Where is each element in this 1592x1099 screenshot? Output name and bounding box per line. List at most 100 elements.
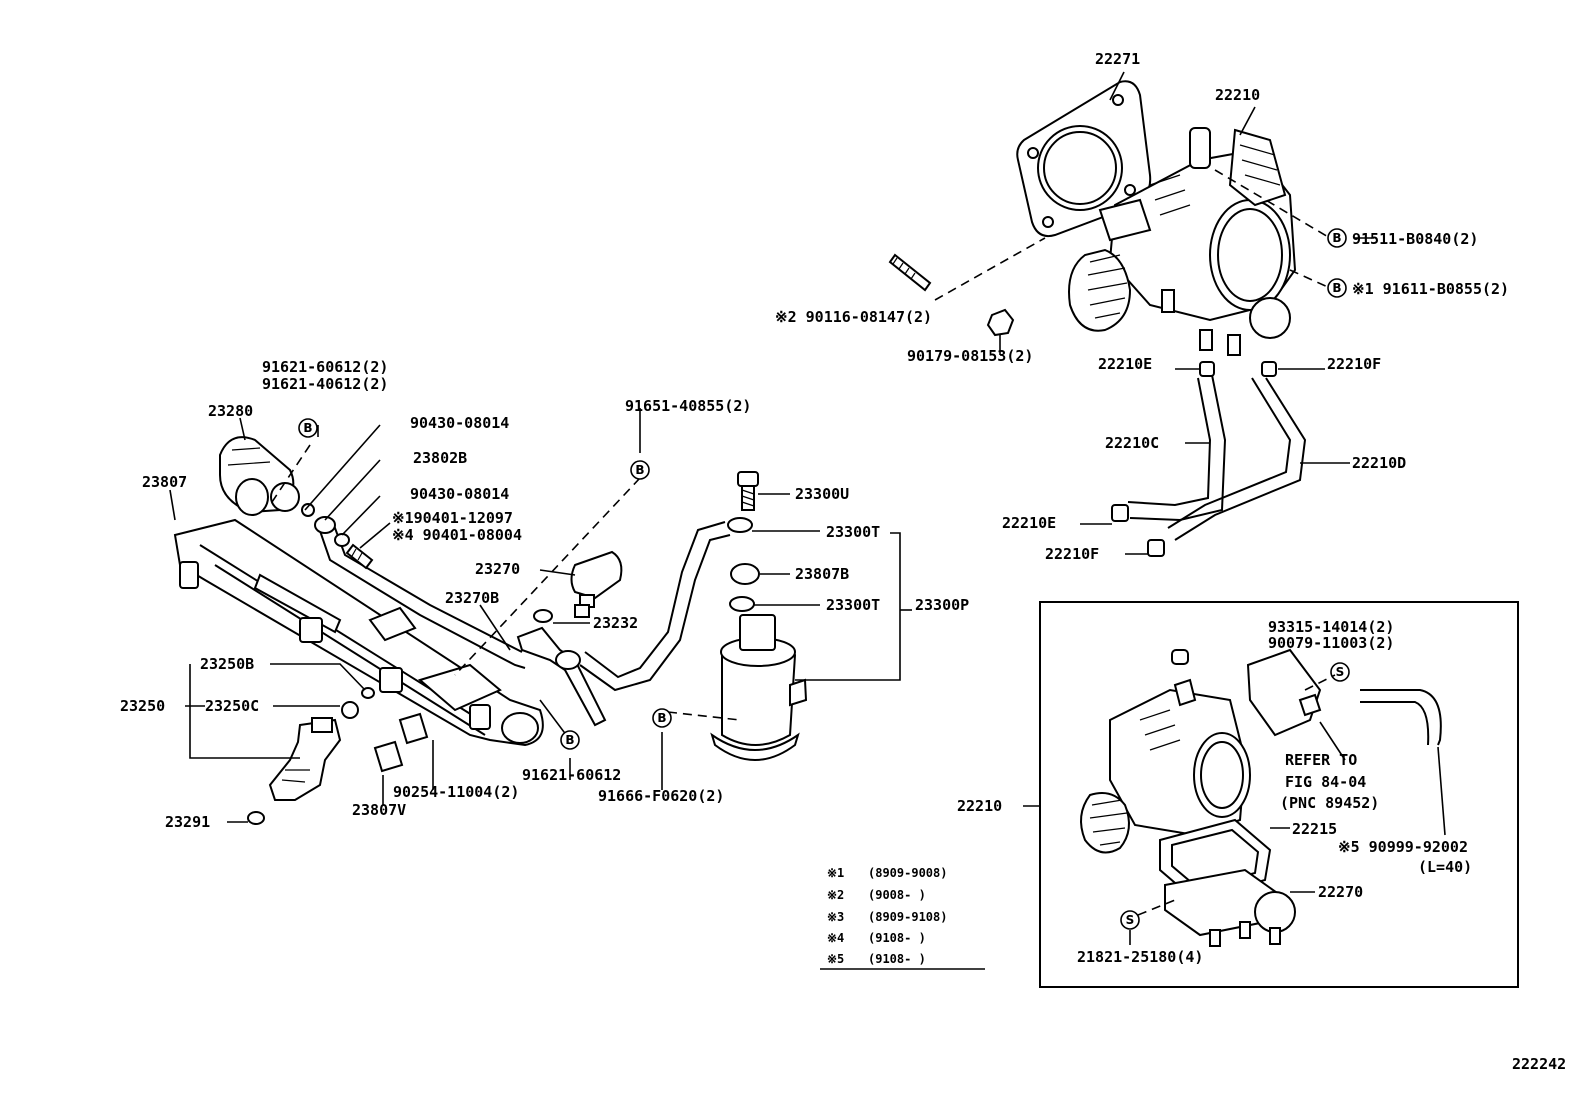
- label-90430-b: 90430-08014: [410, 485, 509, 503]
- label-22210d: 22210D: [1352, 454, 1406, 472]
- bolt-marker-2: B: [1327, 278, 1347, 298]
- label-22210f-bot: 22210F: [1045, 545, 1099, 563]
- label-21821: 21821-25180(4): [1077, 948, 1203, 966]
- svg-text:B: B: [565, 733, 574, 747]
- bolt-marker-5: B: [560, 730, 580, 750]
- svg-text:S: S: [1336, 665, 1345, 679]
- screw-marker-2: S: [1120, 910, 1140, 930]
- insulator-23807v: [373, 712, 429, 773]
- pipe-23802b: [301, 503, 526, 669]
- label-refer-3: (PNC 89452): [1280, 794, 1379, 812]
- hose-22210d: [1167, 377, 1307, 541]
- svg-text:B: B: [1332, 231, 1341, 245]
- bolt-marker-6: B: [652, 708, 672, 728]
- label-23300p: 23300P: [915, 596, 969, 614]
- legend-range-4: (9108- ): [868, 931, 926, 945]
- nut-90179: [986, 308, 1015, 337]
- stud-90116: [888, 253, 932, 292]
- label-91621-a: 91621-60612(2): [262, 358, 388, 376]
- legend-mark-3: ※3: [827, 910, 844, 924]
- label-23250: 23250: [120, 697, 165, 715]
- label-91621-c: 91621-60612: [522, 766, 621, 784]
- label-23807: 23807: [142, 473, 187, 491]
- label-91611: ※1 91611-B0855(2): [1352, 280, 1509, 298]
- svg-text:B: B: [1332, 281, 1341, 295]
- regulator-23280: [219, 436, 300, 516]
- bolt-90401: [345, 543, 374, 570]
- svg-text:B: B: [303, 421, 312, 435]
- legend-mark-1: ※1: [827, 866, 844, 880]
- label-90999: ※5 90999-92002: [1338, 838, 1468, 856]
- label-90079: 90079-11003(2): [1268, 634, 1394, 652]
- label-22210c: 22210C: [1105, 434, 1159, 452]
- legend-range-2: (9008- ): [868, 888, 926, 902]
- label-refer-1: REFER TO: [1285, 751, 1357, 769]
- label-23280: 23280: [208, 402, 253, 420]
- label-23802b: 23802B: [413, 449, 467, 467]
- hose-22210c: [1127, 374, 1227, 522]
- label-91666: 91666-F0620(2): [598, 787, 724, 805]
- delivery-pipe-23807: [173, 518, 544, 747]
- clip-22210f-top: [1261, 361, 1277, 377]
- label-23250c: 23250C: [205, 697, 259, 715]
- label-93315: 93315-14014(2): [1268, 618, 1394, 636]
- label-23300u: 23300U: [795, 485, 849, 503]
- svg-text:B: B: [635, 463, 644, 477]
- bolt-marker-4: B: [630, 460, 650, 480]
- label-23270b: 23270B: [445, 589, 499, 607]
- label-23807v: 23807V: [352, 801, 406, 819]
- legend-mark-5: ※5: [827, 952, 844, 966]
- legend-mark-4: ※4: [827, 931, 844, 945]
- clip-22210e-bot: [1111, 504, 1129, 522]
- label-23291: 23291: [165, 813, 210, 831]
- label-90116: ※2 90116-08147(2): [775, 308, 932, 326]
- damper-23270: [570, 550, 623, 618]
- label-22271: 22271: [1095, 50, 1140, 68]
- svg-text:B: B: [657, 711, 666, 725]
- injector-23250: [247, 687, 375, 825]
- label-90401-b: ※4 90401-08004: [392, 526, 522, 544]
- fuel-filter-23300p: [710, 471, 808, 761]
- label-22210f-top: 22210F: [1327, 355, 1381, 373]
- label-91621-b: 91621-40612(2): [262, 375, 388, 393]
- label-22270: 22270: [1318, 883, 1363, 901]
- clip-22210f-bot: [1147, 539, 1165, 557]
- legend-mark-2: ※2: [827, 888, 844, 902]
- label-23807b: 23807B: [795, 565, 849, 583]
- label-22210-box: 22210: [957, 797, 1002, 815]
- bolt-marker-3: B: [298, 418, 318, 438]
- label-23300t-b: 23300T: [826, 596, 880, 614]
- gasket-23232: [533, 609, 553, 623]
- label-l40: (L=40): [1418, 858, 1472, 876]
- legend: ※1 (8909-9008) ※2 (9008- ) ※3 (8909-9108…: [820, 866, 985, 970]
- figure-id: 222242: [1512, 1055, 1566, 1073]
- label-90254: 90254-11004(2): [393, 783, 519, 801]
- inset-box: S S 93315-14014(2) 90079-11003(2) REFER …: [1023, 601, 1519, 988]
- screw-marker-1: S: [1330, 662, 1350, 682]
- label-23232: 23232: [593, 614, 638, 632]
- gasket-90430-b: [334, 533, 350, 547]
- label-90430-a: 90430-08014: [410, 414, 509, 432]
- throttle-body-22210: [1068, 127, 1297, 356]
- clip-22210e-top: [1199, 361, 1215, 377]
- label-22215: 22215: [1292, 820, 1337, 838]
- label-23300t-a: 23300T: [826, 523, 880, 541]
- label-22210e-bot: 22210E: [1002, 514, 1056, 532]
- label-90401-a: ※190401-12097: [392, 509, 513, 527]
- label-23250b: 23250B: [200, 655, 254, 673]
- svg-text:S: S: [1126, 913, 1135, 927]
- legend-range-1: (8909-9008): [868, 866, 947, 880]
- label-23270: 23270: [475, 560, 520, 578]
- label-90179: 90179-08153(2): [907, 347, 1033, 365]
- hose-union-23270b: [516, 626, 607, 727]
- legend-range-5: (9108- ): [868, 952, 926, 966]
- label-91651: 91651-40855(2): [625, 397, 751, 415]
- fuel-hose: [579, 521, 731, 692]
- label-refer-2: FIG 84-04: [1285, 773, 1366, 791]
- legend-range-3: (8909-9108): [868, 910, 947, 924]
- label-22210-top: 22210: [1215, 86, 1260, 104]
- label-91511: 91511-B0840(2): [1352, 230, 1478, 248]
- bolt-marker-1: B: [1327, 228, 1347, 248]
